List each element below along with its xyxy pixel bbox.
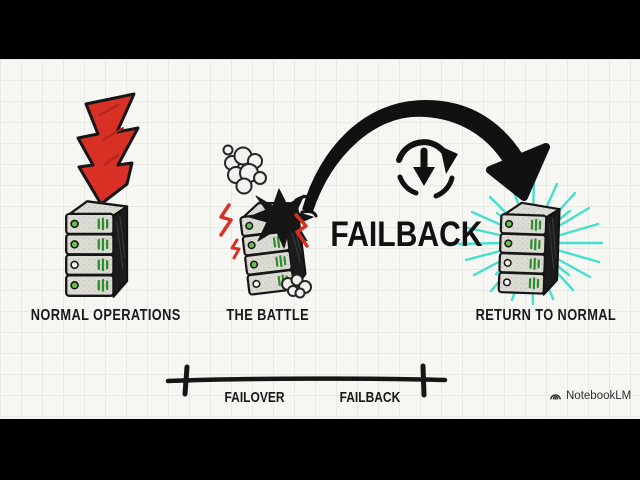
timeline-tick-right	[420, 363, 427, 398]
server-rack-damaged	[237, 197, 309, 297]
notebooklm-logo-icon	[550, 394, 561, 400]
stage-label-the-battle: THE BATTLE	[226, 307, 310, 324]
letterbox-top	[0, 0, 640, 59]
server-rack-normal	[65, 200, 129, 299]
notebooklm-wordmark: NotebookLM	[566, 389, 632, 402]
timeline-label-failover: FAILOVER	[224, 389, 285, 406]
notebooklm-logo: NotebookLM	[549, 389, 631, 402]
smoke-icon-bottom	[281, 273, 312, 299]
timeline-label-failback: FAILBACK	[339, 389, 401, 406]
smoke-icon-top	[222, 144, 267, 195]
timeline-tick-left	[182, 364, 190, 397]
timeline-axis	[165, 363, 448, 398]
spark-icon-left	[219, 203, 241, 260]
stage-label-return-to-normal: RETURN TO NORMAL	[475, 307, 617, 324]
curved-arrow-icon	[302, 100, 550, 213]
letterbox-bottom	[0, 419, 640, 480]
headline-failback: FAILBACK	[329, 215, 483, 254]
server-rack-restored	[497, 201, 561, 297]
spark-icon-right	[294, 213, 309, 248]
sync-icon	[396, 139, 458, 199]
stage-label-normal-operations: NORMAL OPERATIONS	[30, 307, 181, 324]
lightning-bolt-icon	[76, 92, 140, 206]
